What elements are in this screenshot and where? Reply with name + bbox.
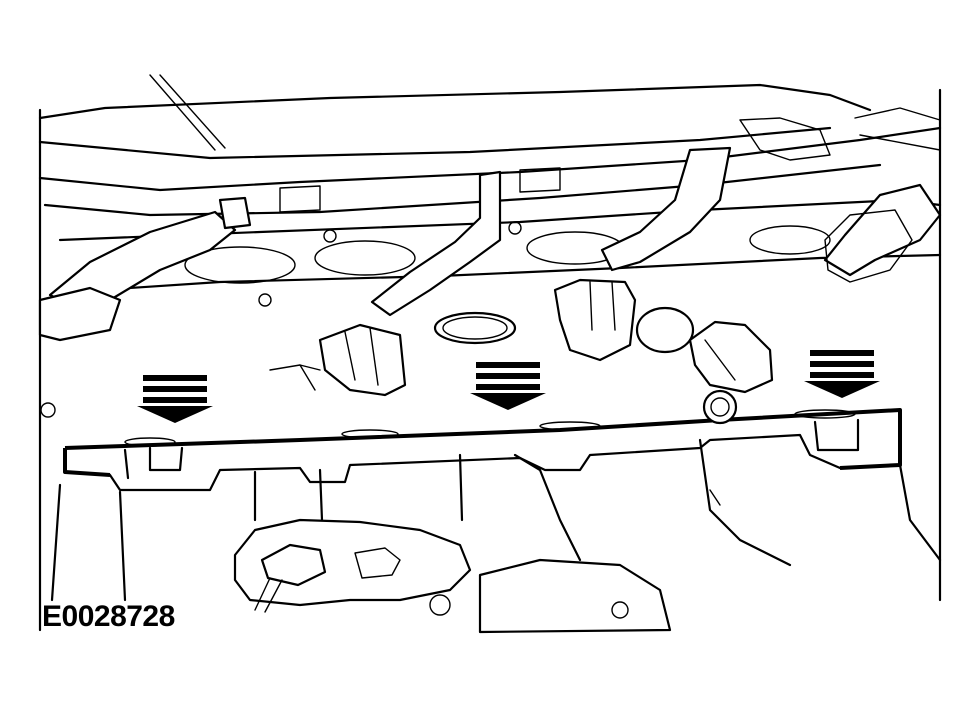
lower-manifold: [50, 438, 942, 634]
figure-id-label: E0028728: [42, 600, 175, 633]
view-frame: [38, 88, 942, 632]
direction-arrows: [137, 350, 880, 423]
manifold-gasket: [40, 389, 902, 492]
upper-structure: [38, 74, 942, 217]
arrow-3: [804, 350, 880, 398]
wiring-harness: [38, 146, 942, 397]
arrow-1: [137, 375, 213, 423]
arrow-2: [470, 362, 546, 410]
